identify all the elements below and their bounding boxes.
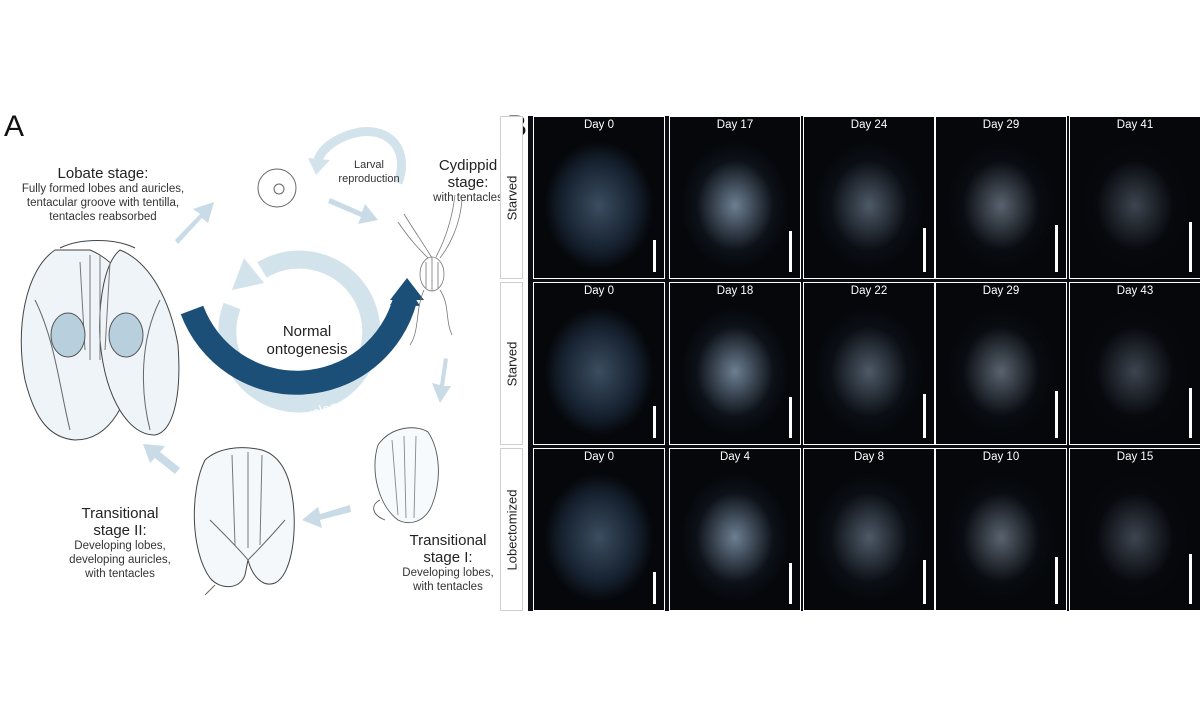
stage-arrows	[143, 198, 451, 528]
specimen-image	[804, 449, 934, 610]
row-label-text: Lobectomized	[504, 489, 519, 570]
day-label: Day 17	[716, 119, 754, 131]
specimen-photo: Day 0	[533, 448, 665, 611]
day-label: Day 41	[1116, 119, 1154, 131]
day-label: Day 0	[583, 285, 615, 297]
day-label: Day 0	[583, 119, 615, 131]
specimen-photo: Day 0	[533, 116, 665, 279]
specimen-image	[670, 283, 800, 444]
transitional-2-title-1: Transitional	[81, 505, 159, 522]
transitional-1-desc-1: Developing lobes,	[402, 567, 494, 579]
transitional-2-desc-1: Developing lobes,	[74, 540, 166, 552]
specimen-image	[804, 283, 934, 444]
specimen-image	[804, 117, 934, 278]
cydippid-title-2: stage:	[447, 174, 489, 191]
lobate-desc-3: tentacles reabsorbed	[49, 211, 157, 223]
scale-bar	[1055, 557, 1058, 604]
specimen-photo: Day 4	[669, 448, 801, 611]
day-label: Day 29	[982, 285, 1020, 297]
specimen-image	[936, 117, 1066, 278]
row-label-text: Starved	[504, 175, 519, 220]
scale-bar	[923, 394, 926, 438]
specimen-image	[1070, 117, 1200, 278]
cydippid-drawing	[397, 194, 463, 346]
scale-bar	[1189, 388, 1192, 438]
larval-reproduction-line1: Larval	[354, 159, 384, 171]
row-label: Starved	[500, 116, 523, 279]
scale-bar	[923, 560, 926, 604]
day-label: Day 22	[850, 285, 888, 297]
specimen-image	[936, 283, 1066, 444]
scale-bar	[789, 397, 792, 438]
scale-bar	[789, 563, 792, 604]
lobate-desc-2: tentacular groove with tentilla,	[26, 197, 180, 209]
larval-reproduction-arrow	[308, 127, 407, 185]
specimen-photo: Day 10	[935, 448, 1067, 611]
specimen-image	[534, 117, 664, 278]
specimen-photo: Day 15	[1069, 448, 1200, 611]
specimen-photo: Day 8	[803, 448, 935, 611]
transitional-1-title-2: stage I:	[423, 549, 473, 566]
center-label-line1: Normal	[282, 323, 332, 340]
transitional-2-desc-2: developing auricles,	[69, 554, 171, 566]
scale-bar	[1055, 391, 1058, 438]
scale-bar	[653, 240, 656, 272]
reverse-development-arrow	[180, 278, 424, 395]
transitional-2-title-2: stage II:	[93, 522, 147, 539]
specimen-photo: Day 22	[803, 282, 935, 445]
larval-reproduction-line2: reproduction	[338, 173, 400, 185]
row-label: Starved	[500, 282, 523, 445]
row-label-text: Starved	[504, 341, 519, 386]
day-label: Day 24	[850, 119, 888, 131]
specimen-image	[534, 283, 664, 444]
day-label: Day 8	[853, 451, 885, 463]
specimen-image	[1070, 283, 1200, 444]
cydippid-title-1: Cydippid	[438, 157, 498, 174]
specimen-photo: Day 17	[669, 116, 801, 279]
lobate-desc-1: Fully formed lobes and auricles,	[21, 183, 185, 195]
lifecycle-diagram	[20, 127, 463, 596]
transitional-stage-1-drawing	[373, 427, 439, 524]
specimen-photo: Day 41	[1069, 116, 1200, 279]
specimen-image	[670, 117, 800, 278]
specimen-photo: Day 18	[669, 282, 801, 445]
cydippid-desc: with tentacles	[433, 192, 503, 204]
scale-bar	[653, 406, 656, 438]
transitional-2-desc-3: with tentacles	[85, 568, 155, 580]
day-label: Day 0	[583, 451, 615, 463]
scale-bar	[923, 228, 926, 272]
specimen-image	[534, 449, 664, 610]
egg-drawing	[257, 168, 297, 208]
lobate-title: Lobate stage:	[57, 165, 149, 182]
scale-bar	[1189, 222, 1192, 272]
lobate-drawing	[20, 240, 180, 441]
scale-bar	[1189, 554, 1192, 604]
scale-bar	[653, 572, 656, 604]
specimen-image	[670, 449, 800, 610]
day-label: Day 43	[1116, 285, 1154, 297]
center-label-line2: ontogenesis	[266, 341, 348, 358]
day-label: Day 4	[719, 451, 751, 463]
day-label: Day 15	[1116, 451, 1154, 463]
specimen-photo: Day 29	[935, 116, 1067, 279]
day-label: Day 10	[982, 451, 1020, 463]
specimen-image	[1070, 449, 1200, 610]
specimen-photo: Day 0	[533, 282, 665, 445]
transitional-1-title-1: Transitional	[409, 532, 487, 549]
panel-a-letter: A	[4, 110, 25, 143]
specimen-photo: Day 29	[935, 282, 1067, 445]
day-label: Day 29	[982, 119, 1020, 131]
scale-bar	[1055, 225, 1058, 272]
specimen-photo: Day 43	[1069, 282, 1200, 445]
transitional-1-desc-2: with tentacles	[413, 581, 483, 593]
specimen-photo: Day 24	[803, 116, 935, 279]
row-label: Lobectomized	[500, 448, 523, 611]
day-label: Day 18	[716, 285, 754, 297]
reverse-development-label-wrap: Reverse development	[210, 388, 390, 443]
specimen-image	[936, 449, 1066, 610]
transitional-stage-2-drawing	[193, 447, 295, 596]
scale-bar	[789, 231, 792, 272]
